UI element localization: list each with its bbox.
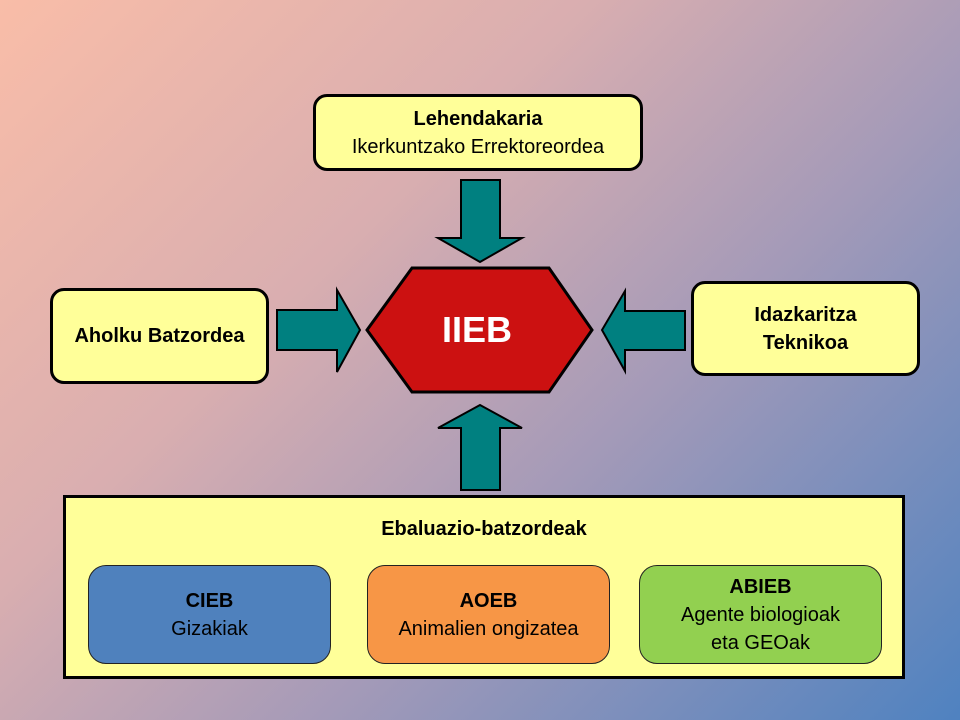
arrow-up-icon <box>437 403 523 491</box>
president-box: Lehendakaria Ikerkuntzako Errektoreordea <box>313 94 643 171</box>
committee-abieb: ABIEB Agente biologioak eta GEOak <box>639 565 882 664</box>
committee-cieb: CIEB Gizakiak <box>88 565 331 664</box>
committee-aoeb: AOEB Animalien ongizatea <box>367 565 610 664</box>
committee-desc-2: eta GEOak <box>711 631 810 654</box>
secretariat-line1: Idazkaritza <box>754 303 857 326</box>
president-title: Lehendakaria <box>413 107 543 130</box>
technical-secretariat-box: Idazkaritza Teknikoa <box>691 281 920 376</box>
advisory-board-title: Aholku Batzordea <box>74 325 245 347</box>
iieb-hexagon <box>365 266 594 394</box>
committee-name: ABIEB <box>729 575 792 598</box>
committees-box: Ebaluazio-batzordeak CIEB Gizakiak AOEB … <box>63 495 905 679</box>
committee-desc: Gizakiak <box>171 617 248 640</box>
advisory-board-box: Aholku Batzordea <box>50 288 269 384</box>
arrow-left-icon <box>600 287 686 375</box>
arrow-down-icon <box>434 179 526 264</box>
iieb-label: IIEB <box>441 309 512 350</box>
committee-name: AOEB <box>459 589 518 612</box>
committee-name: CIEB <box>185 589 234 612</box>
committee-desc: Agente biologioak <box>680 603 840 626</box>
arrow-right-icon <box>276 286 362 373</box>
committees-title: Ebaluazio-batzordeak <box>381 518 587 540</box>
secretariat-line2: Teknikoa <box>762 331 849 354</box>
president-subtitle: Ikerkuntzako Errektoreordea <box>351 135 605 158</box>
committee-desc: Animalien ongizatea <box>398 617 579 640</box>
